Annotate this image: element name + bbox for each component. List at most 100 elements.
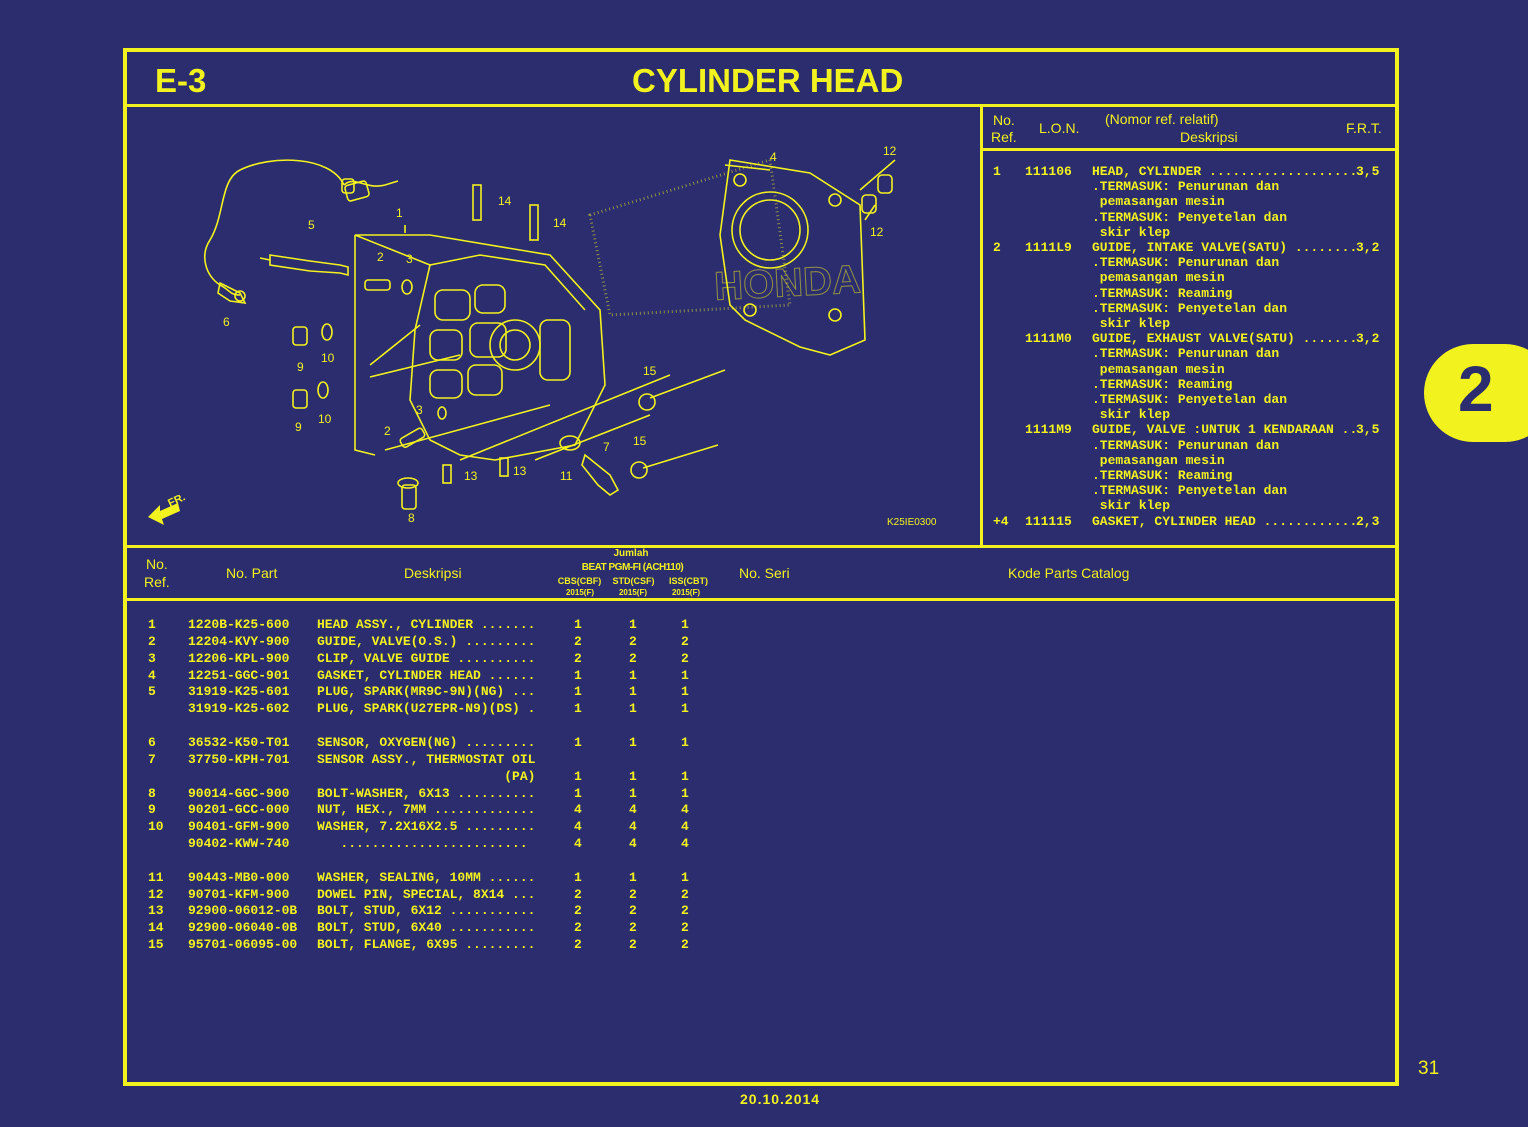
- callout-3b: 3: [416, 403, 423, 417]
- lon-table-row: skir klep: [990, 225, 1380, 240]
- callout-12b: 12: [870, 225, 884, 239]
- page-title: CYLINDER HEAD: [632, 62, 904, 99]
- dowel-pin: [877, 174, 893, 194]
- part-description: BOLT, STUD, 6X12 ...........: [317, 903, 536, 919]
- qty-iss: 1: [681, 667, 689, 683]
- lon-table-row: skir klep: [990, 498, 1380, 513]
- qty-std: 1: [629, 701, 637, 717]
- part-description: BOLT, STUD, 6X40 ...........: [317, 920, 536, 936]
- lon-frt: 3,5: [1356, 164, 1380, 179]
- callout-13b: 13: [513, 464, 527, 478]
- parts-header-year1: 2015(F): [565, 588, 594, 597]
- lon-ref: 2: [993, 240, 1001, 255]
- part-ref: 15: [148, 937, 164, 953]
- lon-desc: .TERMASUK: Penurunan dan: [1092, 179, 1280, 195]
- qty-std: 1: [629, 869, 637, 885]
- qty-iss: 2: [681, 650, 689, 666]
- lon-desc: skir klep: [1092, 407, 1171, 423]
- qty-cbs: 4: [574, 819, 582, 835]
- parts-header-no-seri: No. Seri: [739, 565, 790, 581]
- callout-5: 5: [308, 218, 315, 232]
- part-number: 12206-KPL-900: [188, 650, 290, 666]
- lon-desc: GASKET, CYLINDER HEAD ............: [1092, 513, 1358, 529]
- washer: [317, 381, 329, 399]
- lon-code: 1111M0: [1025, 331, 1072, 347]
- callout-8: 8: [408, 511, 415, 525]
- callout-13: 13: [464, 469, 478, 483]
- qty-std: 1: [629, 617, 637, 632]
- lon-table-row: skir klep: [990, 407, 1380, 422]
- section-tab[interactable]: [1424, 344, 1528, 442]
- part-description: ........................: [317, 836, 528, 852]
- parts-header-model: BEAT PGM-FI (ACH110): [581, 562, 684, 573]
- part-description: SENSOR, OXYGEN(NG) .........: [317, 734, 536, 750]
- qty-cbs: 2: [574, 650, 582, 666]
- callout-14b: 14: [553, 216, 567, 230]
- part-number: 12204-KVY-900: [188, 633, 290, 649]
- part-ref: 6: [148, 734, 156, 750]
- part-number: 37750-KPH-701: [188, 751, 290, 767]
- qty-std: 4: [629, 819, 637, 835]
- qty-cbs: 1: [574, 785, 582, 801]
- lon-desc: pemasangan mesin: [1092, 194, 1225, 210]
- parts-header-col1: CBS(CBF): [557, 576, 602, 586]
- figure-code: K25IE0300: [887, 517, 937, 528]
- stud-bolt: [499, 457, 509, 477]
- qty-std: 1: [629, 768, 637, 784]
- part-ref: 2: [148, 633, 156, 649]
- print-date: 20.10.2014: [740, 1091, 821, 1107]
- qty-cbs: 2: [574, 920, 582, 936]
- lon-desc: GUIDE, INTAKE VALVE(SATU) ........: [1092, 240, 1358, 255]
- lon-desc: HEAD, CYLINDER ....................: [1092, 164, 1366, 179]
- qty-cbs: 1: [574, 684, 582, 700]
- part-number: 90401-GFM-900: [188, 819, 290, 835]
- lon-table-row: pemasangan mesin: [990, 194, 1380, 209]
- part-description: PLUG, SPARK(MR9C-9N)(NG) ...: [317, 684, 536, 700]
- valve-clip: [401, 279, 413, 295]
- parts-header-year2: 2015(F): [618, 588, 647, 597]
- sensor-connector: [344, 180, 370, 202]
- qty-cbs: 1: [574, 701, 582, 717]
- part-number: 90443-MB0-000: [188, 869, 290, 885]
- parts-header-jumlah: Jumlah: [613, 548, 649, 559]
- lon-table-row: pemasangan mesin: [990, 362, 1380, 377]
- parts-header-top: [127, 545, 1395, 548]
- part-ref: 12: [148, 886, 164, 902]
- part-ref: 5: [148, 684, 156, 700]
- lon-desc: .TERMASUK: Penyetelan dan: [1092, 300, 1288, 316]
- callout-2: 2: [377, 250, 384, 264]
- lon-desc: pemasangan mesin: [1092, 270, 1225, 286]
- lon-table-row: .TERMASUK: Penurunan dan: [990, 179, 1380, 194]
- qty-std: 1: [629, 734, 637, 750]
- parts-header-ref: Ref.: [144, 574, 170, 590]
- exploded-diagram: HONDA FR. K25IE0300 1 2 3 4 5 6 7 8 9 10…: [148, 144, 937, 528]
- lon-desc: skir klep: [1092, 224, 1171, 240]
- washer: [321, 323, 333, 341]
- page-number: 31: [1418, 1058, 1440, 1079]
- qty-iss: 2: [681, 633, 689, 649]
- qty-std: 2: [629, 920, 637, 936]
- lon-desc: pemasangan mesin: [1092, 452, 1225, 468]
- callout-12: 12: [883, 144, 897, 158]
- qty-std: 2: [629, 903, 637, 919]
- header-divider: [127, 104, 1395, 107]
- lon-desc: .TERMASUK: Penyetelan dan: [1092, 209, 1288, 225]
- part-ref: 10: [148, 819, 164, 835]
- lon-header-divider: [983, 148, 1395, 151]
- bolt-washer: [401, 484, 417, 510]
- qty-cbs: 1: [574, 667, 582, 683]
- qty-iss: 2: [681, 886, 689, 902]
- qty-iss: 1: [681, 734, 689, 750]
